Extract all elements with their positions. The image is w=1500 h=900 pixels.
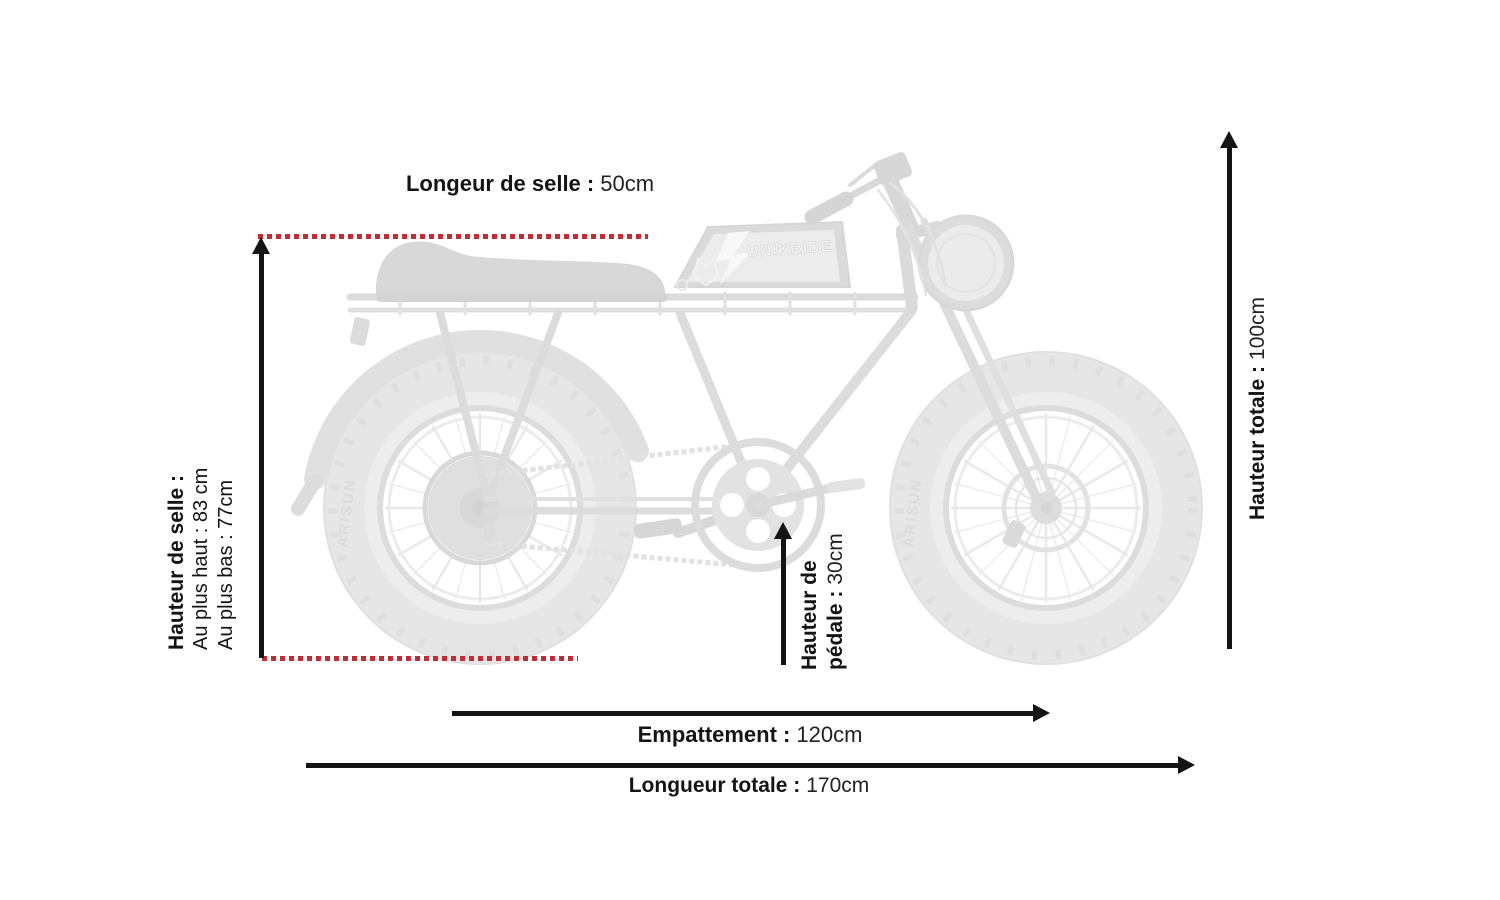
chain bbox=[484, 440, 759, 570]
fox-logo-icon bbox=[692, 257, 720, 287]
pedal-height-label-line1: Hauteur de bbox=[798, 560, 821, 670]
bike-illustration: ARISUN bbox=[290, 135, 1220, 685]
seat-height-label: Hauteur de selle : Au plus haut : 83 cm … bbox=[164, 440, 240, 650]
seat-height-highest: Au plus haut : 83 cm bbox=[190, 467, 212, 650]
rear-wheel: ARISUN bbox=[323, 351, 637, 665]
pedal-height-value: 30cm bbox=[824, 533, 847, 585]
mudflap bbox=[291, 474, 322, 516]
frame bbox=[436, 224, 918, 515]
crankset bbox=[633, 438, 866, 572]
seat-height-lowest: Au plus bas : 77cm bbox=[215, 479, 237, 650]
left-pedal bbox=[633, 518, 683, 539]
cable bbox=[888, 181, 947, 287]
cable-coil bbox=[930, 233, 958, 291]
pedal-height-label: Hauteur de pédale : 30cm bbox=[797, 514, 849, 670]
front-spokes bbox=[951, 413, 1141, 603]
total-height-value: 100cm bbox=[1246, 296, 1269, 360]
total-length-value: 170cm bbox=[806, 774, 870, 797]
rear-spokes bbox=[385, 413, 575, 603]
fork bbox=[882, 172, 1056, 548]
stem-clamp bbox=[873, 151, 912, 186]
seat bbox=[375, 241, 667, 302]
seat-length-label: Longeur de selle :50cm bbox=[350, 171, 710, 197]
arrowhead-up-icon bbox=[774, 522, 792, 539]
brake-lever bbox=[848, 161, 880, 187]
total-length-label: Longueur totale :170cm bbox=[549, 774, 949, 798]
rear-fender bbox=[304, 329, 649, 490]
battery-box: UNIKRIDE bbox=[673, 220, 852, 291]
rear-reflector bbox=[349, 317, 370, 346]
brand-text: UNIKRIDE bbox=[747, 238, 833, 261]
right-pedal bbox=[827, 477, 866, 494]
arrowhead-up-icon bbox=[252, 237, 270, 254]
arrowhead-right-icon bbox=[1178, 756, 1195, 774]
ground-dotted-line bbox=[262, 656, 578, 661]
front-wheel: ARISUN bbox=[889, 351, 1203, 665]
seat-top-dotted-line bbox=[258, 234, 648, 239]
total-height-label-text: Hauteur totale : bbox=[1246, 365, 1269, 520]
seat-length-label-text: Longeur de selle : bbox=[405, 171, 595, 196]
lightning-bolt-icon bbox=[716, 231, 753, 284]
brake-rotor bbox=[1001, 463, 1091, 553]
arrowhead-right-icon bbox=[1033, 704, 1050, 722]
rack bbox=[346, 291, 919, 346]
seat-height-label-text: Hauteur de selle : bbox=[165, 474, 188, 650]
derailleur bbox=[484, 523, 495, 542]
hub-motor bbox=[428, 456, 532, 560]
headlight bbox=[917, 214, 1015, 312]
wheelbase-value: 120cm bbox=[796, 722, 863, 747]
wheelbase-label-text: Empattement : bbox=[637, 722, 791, 747]
seat-length-value: 50cm bbox=[600, 171, 655, 196]
grip bbox=[804, 191, 854, 225]
total-length-label-text: Longueur totale : bbox=[628, 774, 801, 797]
total-height-label: Hauteur totale : 100cm bbox=[1246, 280, 1272, 520]
wheelbase-label: Empattement :120cm bbox=[550, 722, 950, 748]
chainring bbox=[691, 438, 825, 572]
front-caliper bbox=[1002, 520, 1026, 548]
arrowhead-up-icon bbox=[1220, 131, 1238, 148]
pedal-height-label-line2: pédale : bbox=[824, 590, 847, 670]
handlebars bbox=[804, 151, 947, 297]
